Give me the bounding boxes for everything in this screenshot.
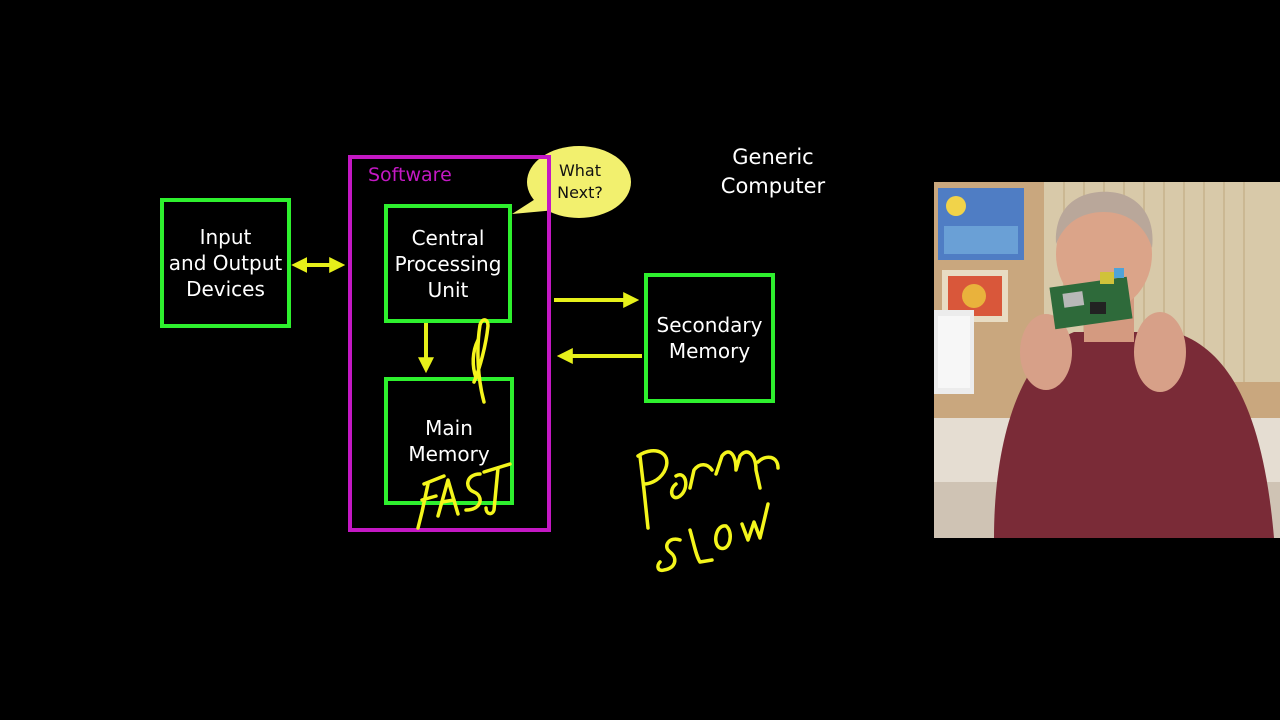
- slide-title: Generic Computer: [700, 143, 846, 201]
- bubble-text: What Next?: [536, 160, 624, 204]
- cpu-line-3: Unit: [427, 277, 469, 302]
- presenter-image: [934, 182, 1280, 538]
- cpu-line-1: Central: [411, 225, 485, 250]
- secondary-memory-box: Secondary Memory: [644, 273, 775, 403]
- what-next-bubble: [512, 146, 631, 218]
- io-line-1: Input: [199, 225, 252, 249]
- presenter-video: [934, 182, 1280, 538]
- cpu-line-2: Processing: [394, 251, 502, 276]
- ink-perm: [636, 449, 780, 530]
- ink-up-stroke: [472, 318, 490, 404]
- ink-up-stroke-2: [471, 338, 480, 380]
- software-label: Software: [368, 164, 452, 186]
- main-memory-line-1: Main: [425, 416, 473, 440]
- cpu-box: Central Processing Unit: [384, 204, 512, 323]
- io-devices-box: Input and Output Devices: [160, 198, 291, 328]
- ink-fast: [416, 462, 512, 530]
- io-line-3: Devices: [186, 277, 265, 301]
- main-memory-box: Main Memory: [384, 377, 514, 505]
- secondary-memory-line-2: Memory: [668, 339, 751, 363]
- title-line-2: Computer: [720, 174, 826, 198]
- bubble-line-1: What: [558, 161, 602, 180]
- secondary-memory-line-1: Secondary: [656, 313, 763, 337]
- io-line-2: and Output: [168, 251, 283, 275]
- bubble-line-2: Next?: [557, 183, 603, 202]
- title-line-1: Generic: [732, 145, 814, 169]
- ink-slow: [656, 502, 770, 573]
- main-memory-line-2: Memory: [408, 442, 490, 466]
- software-frame: [348, 155, 551, 532]
